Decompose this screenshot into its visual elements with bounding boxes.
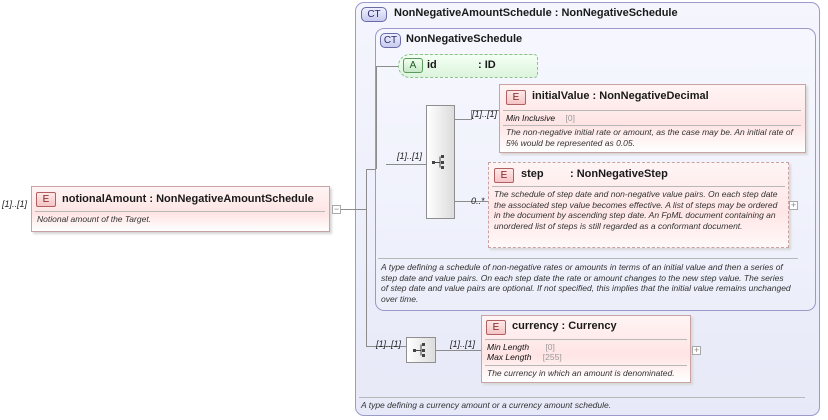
facet-value: [255] <box>542 352 562 362</box>
complex-type-icon: CT <box>380 33 401 48</box>
initial-value-name: initialValue : NonNegativeDecimal <box>532 90 709 102</box>
currency-description: The currency in which an amount is denom… <box>487 368 675 378</box>
initial-value-type: : NonNegativeDecimal <box>592 90 709 102</box>
root-element-name-text: notionalAmount <box>62 193 147 205</box>
collapse-icon[interactable]: − <box>332 204 341 214</box>
facet-label: Min Inclusive <box>506 113 556 123</box>
inner-type-title: NonNegativeSchedule <box>406 33 523 45</box>
currency-divider <box>485 365 687 366</box>
currency-type: : Currency <box>561 320 617 332</box>
initial-value-name-text: initialValue <box>532 90 590 102</box>
step-description: The schedule of step date and non-negati… <box>494 189 778 231</box>
connector <box>366 169 367 346</box>
connector <box>366 169 376 170</box>
initial-value-multiplicity: [1]..[1] <box>472 109 498 119</box>
connector <box>341 209 366 210</box>
root-element-description: Notional amount of the Target. <box>37 214 152 224</box>
root-multiplicity: [1]..[1] <box>2 199 28 209</box>
facet-label: Min Length <box>487 342 530 352</box>
currency-facet-max: Max Length [255] <box>487 352 562 363</box>
complex-type-icon: CT <box>361 7 387 22</box>
attribute-icon: A <box>403 58 423 73</box>
element-icon: E <box>494 168 514 183</box>
connector <box>471 110 472 120</box>
currency-multiplicity: [1]..[1] <box>450 339 476 349</box>
outer-type-divider <box>359 397 805 398</box>
sequence-inner-multiplicity: [1]..[1] <box>397 151 423 161</box>
facet-value: [0] <box>545 342 555 352</box>
inner-type-description: A type defining a schedule of non-negati… <box>381 262 791 304</box>
connector <box>471 110 499 111</box>
initial-value-divider <box>503 110 801 111</box>
outer-type-description: A type defining a currency amount or a c… <box>361 400 612 410</box>
attribute-name: id <box>427 59 437 71</box>
currency-name: currency : Currency <box>512 320 617 332</box>
root-element-type: : NonNegativeAmountSchedule <box>149 193 314 205</box>
step-name: step <box>521 168 544 180</box>
connector <box>376 66 398 67</box>
currency-box[interactable] <box>481 315 691 383</box>
initial-value-facet: Min Inclusive [0] <box>506 113 575 124</box>
facet-label: Max Length <box>487 352 532 362</box>
sequence-icon <box>412 342 431 358</box>
step-divider <box>492 186 785 187</box>
sequence-outer-multiplicity: [1]..[1] <box>376 339 402 349</box>
connector <box>455 119 471 120</box>
attribute-type: : ID <box>478 59 496 71</box>
connector <box>436 350 481 351</box>
root-element-name: notionalAmount : NonNegativeAmountSchedu… <box>62 193 314 205</box>
initial-value-divider <box>503 125 801 126</box>
sequence-icon <box>431 154 450 170</box>
element-icon: E <box>486 320 506 335</box>
connector <box>386 164 426 165</box>
element-icon: E <box>36 192 56 207</box>
currency-divider <box>485 339 687 340</box>
initial-value-description: The non-negative initial rate or amount,… <box>506 127 793 148</box>
connector <box>376 66 377 169</box>
step-multiplicity: 0..* <box>471 196 485 206</box>
sequence-outer-compositor[interactable] <box>406 337 436 363</box>
currency-facet-min: Min Length [0] <box>487 342 555 353</box>
step-box[interactable] <box>488 162 789 248</box>
inner-type-divider <box>378 258 798 259</box>
facet-value: [0] <box>565 113 575 123</box>
currency-name-text: currency <box>512 320 559 332</box>
connector <box>455 201 488 202</box>
connector <box>366 346 406 347</box>
expand-icon[interactable]: + <box>789 200 798 210</box>
outer-type-title: NonNegativeAmountSchedule : NonNegativeS… <box>394 7 678 19</box>
sequence-inner-compositor[interactable] <box>426 105 455 219</box>
initial-value-box[interactable] <box>499 84 806 153</box>
element-icon: E <box>506 90 526 105</box>
root-element-box[interactable] <box>31 186 330 232</box>
step-type: : NonNegativeStep <box>570 168 668 180</box>
expand-icon[interactable]: + <box>692 345 701 355</box>
root-divider <box>35 211 325 212</box>
